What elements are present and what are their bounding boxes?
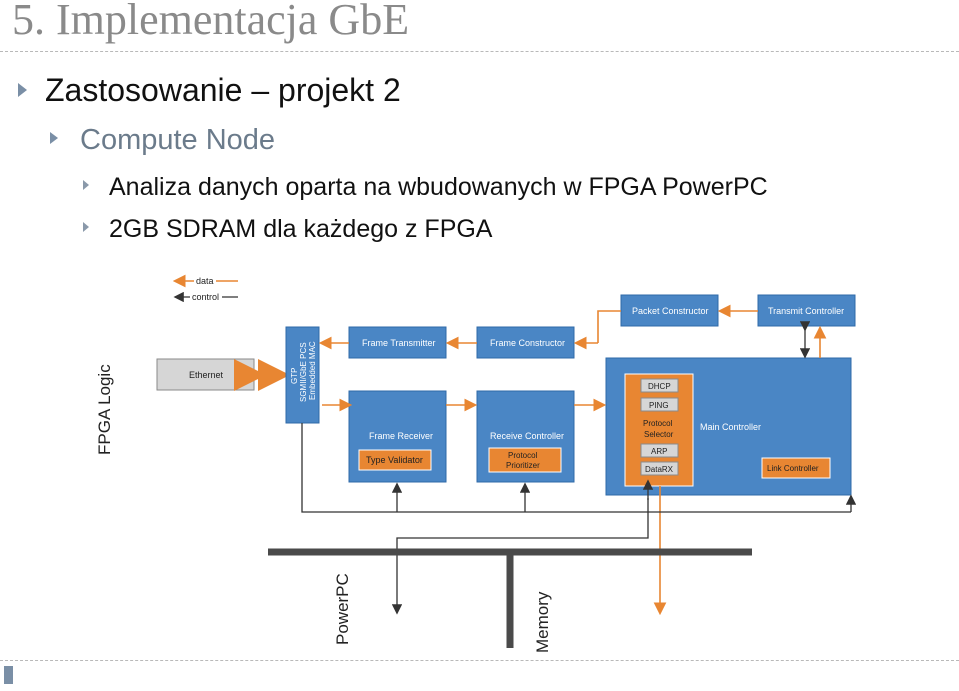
packet-constructor-block (620, 294, 719, 327)
fpga-logic-label: FPGA Logic (95, 364, 114, 455)
bullet-text: Analiza danych oparta na wbudowanych w F… (109, 173, 768, 201)
legend-control-label: control (192, 292, 219, 302)
phy-label-pcs: SGMII/GbE PCS (299, 342, 308, 402)
control-line (301, 423, 851, 513)
legend-label-bg (190, 291, 222, 302)
bullet-arrow-icon (83, 222, 89, 233)
bullet-text: Zastosowanie – projekt 2 (45, 72, 401, 108)
corner-marker (4, 666, 13, 684)
footer-divider (0, 660, 959, 661)
protocol-prioritizer-label-1: Protocol (508, 451, 538, 460)
packet-constructor-label: Packet Constructor (632, 306, 709, 316)
data-line (597, 310, 621, 343)
dhcp-label: DHCP (648, 382, 671, 391)
frame-constructor-block (476, 326, 575, 359)
bullet-level2: Compute Node (50, 124, 275, 157)
control-arrow-to-powerpc (391, 498, 649, 615)
protocol-selector-label-2: Selector (644, 430, 674, 439)
arp-block (640, 443, 679, 458)
phy-label-mac: Embedded MAC (308, 341, 317, 400)
frame-constructor-label: Frame Constructor (490, 338, 565, 348)
transmit-controller-label: Transmit Controller (768, 306, 844, 316)
dhcp-block (640, 378, 679, 393)
link-controller-block (761, 457, 831, 479)
legend-data-label: data (196, 276, 214, 286)
protocol-selector-label-1: Protocol (643, 419, 673, 428)
type-validator-label: Type Validator (366, 455, 423, 465)
bullet-level3: Analiza danych oparta na wbudowanych w F… (83, 173, 768, 202)
bullet-arrow-icon (83, 180, 89, 191)
system-bus (268, 548, 752, 648)
phy-block (285, 326, 320, 424)
title-divider (0, 51, 959, 52)
bullet-arrow-icon (50, 132, 58, 145)
legend: data control (172, 274, 238, 303)
legend-label-bg (194, 275, 216, 286)
ping-block (640, 397, 679, 412)
phy-label-gtp: GTP (290, 368, 299, 384)
link-controller-label: Link Controller (767, 464, 819, 473)
bullet-level3: 2GB SDRAM dla każdego z FPGA (83, 215, 492, 244)
datarx-block (640, 461, 679, 476)
bullet-level1: Zastosowanie – projekt 2 (18, 72, 401, 109)
frame-receiver-label: Frame Receiver (369, 431, 433, 441)
frame-transmitter-label: Frame Transmitter (362, 338, 436, 348)
ethernet-label: Ethernet (189, 370, 224, 380)
frame-transmitter-block (348, 326, 447, 359)
bullet-arrow-icon (18, 82, 27, 97)
main-controller-label: Main Controller (700, 422, 761, 432)
type-validator-block (358, 449, 432, 471)
arp-label: ARP (651, 447, 667, 456)
bullet-text: Compute Node (80, 124, 276, 156)
protocol-prioritizer-block (488, 447, 562, 473)
powerpc-label: PowerPC (333, 573, 352, 645)
datarx-label: DataRX (645, 465, 674, 474)
memory-label: Memory (533, 591, 552, 653)
slide-title: 5. Implementacja GbE (12, 0, 410, 44)
control-connections (301, 321, 857, 615)
protocol-prioritizer-label-2: Prioritizer (506, 461, 540, 470)
bullet-text: 2GB SDRAM dla każdego z FPGA (109, 215, 493, 243)
receive-controller-label: Receive Controller (490, 431, 564, 441)
ping-label: PING (649, 401, 669, 410)
